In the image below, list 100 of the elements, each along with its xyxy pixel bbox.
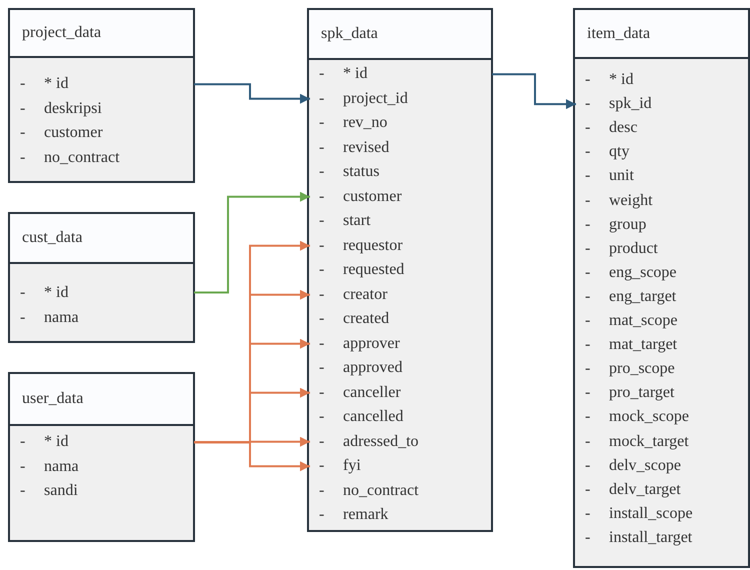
table-box (573, 8, 750, 568)
table-box (307, 8, 493, 532)
field-name: * id (44, 75, 68, 94)
field-name: cancelled (343, 408, 404, 426)
table-title: cust_data (22, 229, 82, 247)
field-name: nama (44, 458, 79, 476)
bullet-dash: - (319, 310, 324, 328)
field-name: delv_target (609, 480, 681, 499)
field-name: * id (343, 65, 368, 84)
bullet-dash: - (585, 143, 590, 162)
bullet-dash: - (585, 456, 590, 475)
field-name: desc (609, 119, 638, 138)
field-name: * id (609, 71, 634, 90)
bullet-dash: - (319, 457, 324, 476)
bullet-dash: - (319, 138, 324, 157)
field-name: requestor (343, 236, 403, 255)
bullet-dash: - (319, 482, 324, 500)
bullet-dash: - (20, 100, 26, 118)
bullet-dash: - (585, 95, 590, 114)
bullet-dash: - (319, 408, 324, 426)
field-name: project_id (343, 90, 408, 108)
field-name: delv_scope (609, 456, 681, 475)
bullet-dash: - (20, 433, 26, 452)
bullet-dash: - (20, 284, 26, 302)
bullet-dash: - (319, 188, 324, 206)
field-name: * id (44, 284, 68, 302)
field-name: group (609, 216, 646, 234)
bullet-dash: - (20, 482, 26, 500)
field-name: canceller (343, 384, 401, 402)
table-title: spk_data (321, 25, 378, 43)
bullet-dash: - (319, 90, 324, 108)
bullet-dash: - (585, 216, 590, 234)
bullet-dash: - (585, 240, 590, 258)
field-name: revised (343, 138, 390, 157)
field-name: fyi (343, 457, 361, 476)
field-name: no_contract (343, 482, 419, 500)
field-name: unit (609, 167, 634, 186)
field-name: install_scope (609, 504, 693, 523)
field-name: eng_target (609, 288, 676, 306)
field-name: approver (343, 334, 400, 353)
field-name: pro_target (609, 384, 674, 402)
bullet-dash: - (585, 336, 590, 354)
field-name: created (343, 310, 390, 328)
field-name: requested (343, 261, 404, 280)
field-name: adressed_to (343, 432, 419, 451)
arrow (194, 192, 310, 294)
field-name: sandi (44, 482, 78, 500)
table-box (8, 372, 195, 542)
bullet-dash: - (319, 359, 324, 378)
field-name: pro_scope (609, 360, 675, 378)
field-name: mock_target (609, 432, 689, 451)
field-name: spk_id (609, 95, 652, 114)
bullet-dash: - (319, 65, 324, 84)
bullet-dash: - (585, 71, 590, 90)
field-name: deskripsi (44, 100, 102, 118)
field-name: qty (609, 143, 630, 162)
field-name: install_target (609, 528, 692, 547)
field-name: rev_no (343, 114, 388, 132)
bullet-dash: - (319, 384, 324, 402)
bullet-dash: - (319, 432, 324, 451)
bullet-dash: - (20, 458, 26, 476)
field-name: remark (343, 506, 388, 524)
bullet-dash: - (585, 119, 590, 138)
bullet-dash: - (319, 261, 324, 280)
arrow (492, 73, 576, 110)
field-name: mock_scope (609, 408, 689, 426)
bullet-dash: - (585, 384, 590, 402)
bullet-dash: - (319, 286, 324, 304)
bullet-dash: - (319, 114, 324, 132)
field-name: status (343, 163, 380, 182)
field-name: eng_scope (609, 264, 677, 282)
table-title: user_data (22, 390, 84, 408)
field-name: mat_target (609, 336, 678, 354)
field-name: approved (343, 359, 403, 378)
bullet-dash: - (585, 504, 590, 523)
field-name: no_contract (44, 148, 120, 167)
table-box (8, 8, 195, 183)
field-name: weight (609, 192, 653, 210)
bullet-dash: - (585, 167, 590, 186)
bullet-dash: - (585, 192, 590, 210)
bullet-dash: - (319, 506, 324, 524)
table-title: item_data (587, 24, 650, 42)
bullet-dash: - (585, 312, 590, 330)
bullet-dash: - (20, 124, 26, 142)
bullet-dash: - (20, 308, 26, 326)
field-name: nama (44, 308, 79, 326)
bullet-dash: - (585, 264, 590, 282)
arrow (194, 441, 310, 472)
bullet-dash: - (585, 480, 590, 499)
field-name: start (343, 212, 371, 230)
arrow (194, 83, 310, 104)
table-box (8, 212, 195, 343)
field-name: customer (343, 188, 402, 206)
bullet-dash: - (585, 408, 590, 426)
bullet-dash: - (20, 148, 26, 167)
field-name: product (609, 240, 658, 258)
field-name: customer (44, 124, 103, 142)
bullet-dash: - (319, 334, 324, 353)
table-title: project_data (22, 24, 102, 42)
bullet-dash: - (319, 163, 324, 182)
